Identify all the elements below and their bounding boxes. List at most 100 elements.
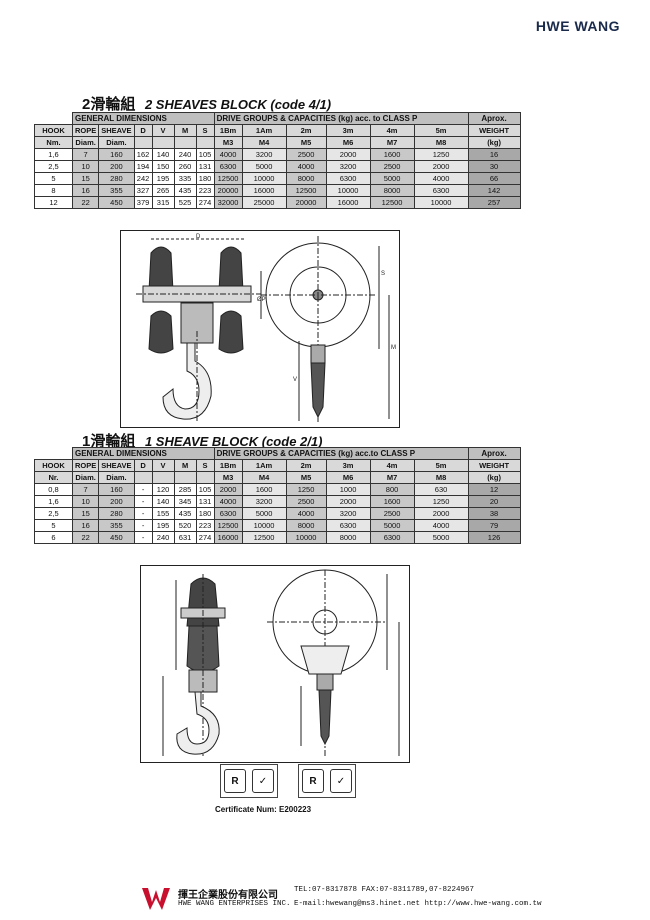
column-subheader: Diam. (71, 136, 100, 149)
table-cell: 66 (467, 172, 521, 185)
two-sheaves-drawing-svg: D S M Ø (136, 234, 396, 423)
table-cell: 4000 (413, 519, 469, 532)
column-subheader (151, 471, 175, 484)
group-aprox: Aprox. (467, 112, 521, 125)
table-cell: - (133, 531, 153, 544)
column-subheader: Nr. (34, 471, 73, 484)
table-cell: 1250 (413, 148, 469, 161)
column-header: 2m (285, 459, 327, 472)
column-subheader: Diam. (98, 471, 135, 484)
section2-title-en: 1 SHEAVE BLOCK (code 2/1) (144, 434, 323, 449)
table-cell: - (133, 519, 153, 532)
column-subheader: M7 (369, 471, 415, 484)
table-cell: 105 (195, 148, 215, 161)
brand-logo-text: HWE WANG (535, 18, 620, 34)
dim-dp-label: ØP (257, 297, 266, 303)
table-cell: 6 (34, 531, 73, 544)
column-header: D (133, 124, 153, 137)
section1-title-cn: 2滑輪組 (82, 96, 136, 113)
column-header: 5m (413, 124, 469, 137)
table-cell: 379 (133, 196, 153, 209)
table-cell: 12500 (241, 531, 287, 544)
table-cell: 223 (195, 519, 215, 532)
column-header: 5m (413, 459, 469, 472)
table-cell: 7 (71, 483, 100, 496)
dim-v-label: V (293, 377, 297, 383)
table-cell: 10000 (325, 184, 371, 197)
table-cell: 1600 (369, 148, 415, 161)
column-subheader (133, 471, 153, 484)
column-subheader: M8 (413, 136, 469, 149)
column-subheader: M5 (285, 136, 327, 149)
section1-title: 2滑輪組 2 SHEAVES BLOCK (code 4/1) (82, 93, 331, 114)
table-cell: 315 (151, 196, 175, 209)
column-header: V (151, 459, 175, 472)
table-cell: 16000 (241, 184, 287, 197)
table-cell: 160 (98, 483, 135, 496)
table-cell: 274 (195, 196, 215, 209)
dim-s-label: S (381, 271, 385, 277)
table-cell: 242 (133, 172, 153, 185)
table-cell: 5 (34, 172, 73, 185)
table-cell: 5000 (413, 531, 469, 544)
table-cell: 6300 (325, 172, 371, 185)
table-cell: 4000 (213, 495, 243, 508)
table-cell: 800 (369, 483, 415, 496)
table-cell: 10 (71, 160, 100, 173)
table-cell: 355 (98, 184, 135, 197)
table-cell: 6300 (369, 531, 415, 544)
column-subheader (173, 471, 197, 484)
table-cell: 15 (71, 507, 100, 520)
column-subheader (133, 136, 153, 149)
column-header: M (173, 459, 197, 472)
section2-title: 1滑輪組 1 SHEAVE BLOCK (code 2/1) (82, 430, 322, 451)
column-header: 1Bm (213, 459, 243, 472)
column-subheader: M6 (325, 136, 371, 149)
table-cell: 5000 (369, 519, 415, 532)
group-aprox: Aprox. (467, 447, 521, 460)
column-header: V (151, 124, 175, 137)
table-cell: 3200 (241, 148, 287, 161)
group-general-dimensions: GENERAL DIMENSIONS (72, 112, 215, 125)
registered-mark-icon: R (224, 769, 246, 793)
column-header: 2m (285, 124, 327, 137)
table-cell: 180 (195, 172, 215, 185)
column-subheader: M3 (213, 471, 243, 484)
table-cell: 265 (151, 184, 175, 197)
table-cell: 16 (71, 519, 100, 532)
table-cell: 1250 (413, 495, 469, 508)
table-cell: 140 (151, 495, 175, 508)
column-header: ROPE (71, 459, 100, 472)
column-header: 4m (369, 124, 415, 137)
table-cell: 2,5 (34, 507, 73, 520)
column-subheader (195, 136, 215, 149)
table-cell: 126 (467, 531, 521, 544)
two-sheaves-block-drawing: D S M Ø (120, 230, 400, 428)
table-cell: 1000 (325, 483, 371, 496)
table-cell: 10000 (285, 531, 327, 544)
table-cell: 131 (195, 495, 215, 508)
table-cell: 10000 (413, 196, 469, 209)
column-header: S (195, 459, 215, 472)
table-cell: 162 (133, 148, 153, 161)
table-cell: 20 (467, 495, 521, 508)
table-cell: 79 (467, 519, 521, 532)
company-name-en: HWE WANG ENTERPRISES INC. (178, 900, 291, 908)
certificate-number: Certificate Num: E200223 (215, 805, 312, 814)
cert-seal-icon: ✓ (252, 769, 274, 793)
blank-corner-cell (34, 447, 73, 460)
table-cell: 1250 (285, 483, 327, 496)
table-cell: 2000 (325, 148, 371, 161)
table-cell: - (133, 495, 153, 508)
column-subheader: (kg) (467, 471, 521, 484)
table-cell: 2,5 (34, 160, 73, 173)
table-cell: 3200 (241, 495, 287, 508)
table-cell: 0,8 (34, 483, 73, 496)
table-cell: 630 (413, 483, 469, 496)
